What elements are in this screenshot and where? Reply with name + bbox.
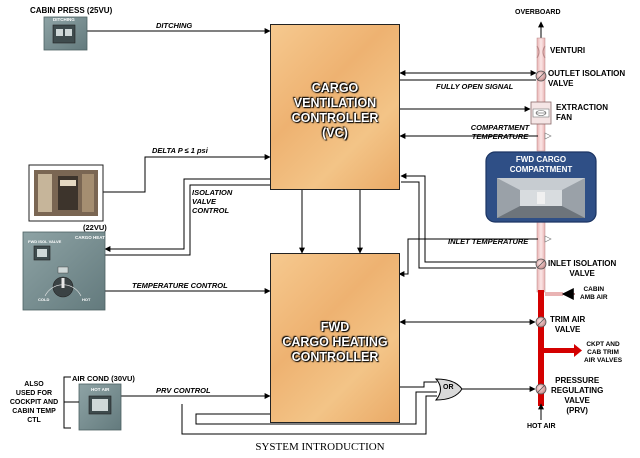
venturi-label: VENTURI — [550, 46, 586, 55]
prv-control-signal: PRV CONTROL — [156, 386, 211, 395]
ditching-button-label: DITCHING — [53, 17, 75, 22]
hot-label: HOT — [82, 297, 91, 302]
hot-air-button-label: HOT AIR — [91, 387, 110, 392]
signal-lines — [86, 28, 538, 435]
inlet-temperature-signal: INLET TEMPERATURE — [448, 237, 529, 246]
fwd-cargo-compartment — [485, 151, 597, 223]
cargo-heat-title: CARGO HEAT — [75, 235, 105, 240]
fwd-cargo-heating-controller: FWD CARGO HEATING CONTROLLER — [270, 253, 400, 423]
heating-title: FWD CARGO HEATING CONTROLLER — [282, 320, 388, 364]
cargo-ventilation-controller: CARGO VENTILATION CONTROLLER (VC) — [270, 24, 400, 190]
compartment-temperature-signal: COMPARTMENT TEMPERATURE — [470, 123, 530, 141]
air-cond-panel — [78, 383, 122, 431]
hot-air-label: HOT AIR — [527, 423, 556, 430]
cabin-amb-air-label: CABIN AMB AIR — [580, 286, 608, 301]
delta-p-signal: DELTA P ≤ 1 psi — [152, 146, 208, 155]
air-cond-label: AIR COND (30VU) — [72, 374, 135, 383]
trim-air-valve-label: TRIM AIR VALVE — [550, 315, 586, 334]
outlet-isolation-valve-label: OUTLET ISOLATION VALVE — [548, 69, 626, 88]
overboard-label: OVERBOARD — [515, 9, 561, 16]
also-used-for-note: ALSO USED FOR COCKPIT AND CABIN TEMP CTL — [9, 381, 59, 424]
cargo-heat-panel — [22, 231, 106, 311]
or-gate — [434, 378, 463, 401]
isolation-valve-control-signal: ISOLATION VALVE CONTROL — [192, 188, 233, 215]
extraction-fan-label: EXTRACTION FAN — [556, 103, 608, 122]
fwd-isol-valve-label: FWD ISOL VALVE — [28, 239, 62, 244]
cargo-photo — [28, 164, 104, 222]
extraction-fan — [530, 101, 552, 125]
vc-title: CARGO VENTILATION CONTROLLER (VC) — [291, 81, 379, 140]
ditching-signal: DITCHING — [156, 21, 193, 30]
cabin-press-label: CABIN PRESS (25VU) — [30, 6, 113, 15]
cold-label: COLD — [38, 297, 50, 302]
cargo-heat-number: (22VU) — [83, 223, 107, 232]
inlet-isolation-valve-label: INLET ISOLATION VALVE — [548, 259, 617, 278]
air-duct — [536, 21, 582, 420]
temperature-control-signal: TEMPERATURE CONTROL — [132, 281, 228, 290]
page-caption: SYSTEM INTRODUCTION — [255, 441, 385, 453]
fully-open-signal: FULLY OPEN SIGNAL — [436, 82, 514, 91]
or-gate-label: OR — [443, 384, 454, 391]
cabin-press-panel — [43, 16, 88, 51]
prv-label: PRESSURE REGULATING VALVE (PRV) — [551, 376, 604, 415]
fwd-cargo-compartment-label: FWD CARGO COMPARTMENT — [509, 155, 573, 174]
ckpt-cab-trim-label: CKPT AND CAB TRIM AIR VALVES — [584, 341, 623, 364]
